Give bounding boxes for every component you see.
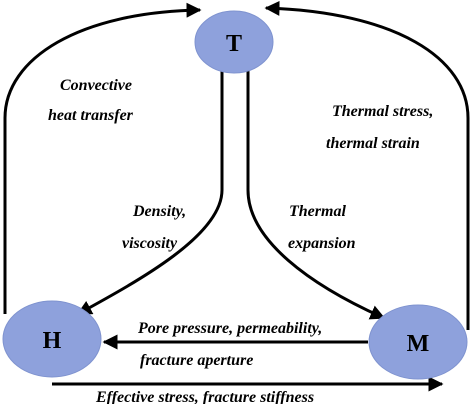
label-t-to-h-line-1: Density, <box>132 203 186 220</box>
label-m-to-h-line-2: fracture aperture <box>140 352 253 369</box>
label-h-to-m: Effective stress, fracture stiffness <box>95 389 314 404</box>
label-t-to-m: Thermal expansion <box>288 203 356 252</box>
node-m-circle <box>368 304 468 380</box>
node-h: H <box>2 300 102 378</box>
node-h-label: H <box>43 328 62 354</box>
edge-t-to-m <box>246 68 386 320</box>
label-m-to-h: Pore pressure, permeability, fracture ap… <box>137 320 326 369</box>
label-m-to-h-line-1: Pore pressure, permeability, <box>137 320 322 337</box>
label-m-to-t: Thermal stress, thermal strain <box>326 103 437 152</box>
node-m: M <box>368 304 468 380</box>
label-t-to-h-line-2: viscosity <box>122 235 178 252</box>
label-h-to-t: Convective heat transfer <box>48 77 136 124</box>
label-m-to-t-line-1: Thermal stress, <box>332 103 433 120</box>
label-m-to-t-line-2: thermal strain <box>326 135 420 152</box>
node-t-circle <box>194 10 274 74</box>
node-h-circle <box>2 300 102 378</box>
label-t-to-m-line-1: Thermal <box>289 203 346 220</box>
label-t-to-h: Density, viscosity <box>122 203 190 252</box>
edge-h-to-t <box>3 2 202 314</box>
node-t: T <box>194 10 274 74</box>
label-h-to-t-line-1: Convective <box>60 77 132 94</box>
edge-m-to-t <box>264 0 470 330</box>
label-h-to-t-line-2: heat transfer <box>48 107 134 124</box>
label-h-to-m-line-1: Effective stress, fracture stiffness <box>95 389 314 404</box>
edge-t-to-h <box>76 68 224 316</box>
label-t-to-m-line-2: expansion <box>288 235 356 252</box>
node-t-label: T <box>226 31 242 57</box>
node-m-label: M <box>407 331 430 357</box>
